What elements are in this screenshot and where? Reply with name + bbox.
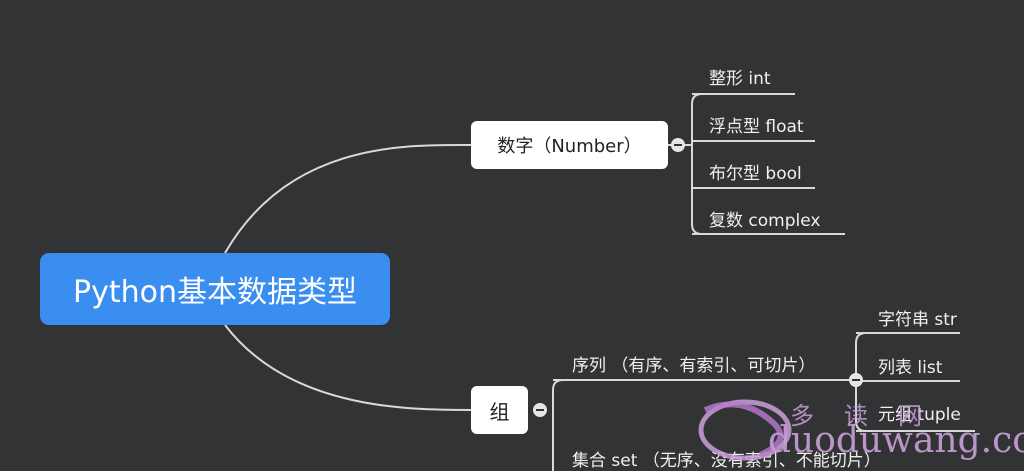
root-node[interactable]: Python基本数据类型 <box>40 253 390 325</box>
number-bracket <box>691 93 703 235</box>
group-node[interactable]: 组 <box>471 386 528 434</box>
sequence-collapse-button[interactable] <box>849 373 863 387</box>
number-collapse-button[interactable] <box>671 138 685 152</box>
number-item-complex[interactable]: 复数 complex <box>709 211 821 231</box>
number-item-float[interactable]: 浮点型 float <box>709 117 804 137</box>
sequence-item-tuple[interactable]: 元组 tuple <box>878 405 961 425</box>
set-label[interactable]: 集合 set （无序、没有索引、不能切片） <box>572 451 881 471</box>
sequence-label[interactable]: 序列 （有序、有索引、可切片） <box>572 356 816 376</box>
number-item-int[interactable]: 整形 int <box>709 69 771 89</box>
sequence-item-str[interactable]: 字符串 str <box>878 310 957 330</box>
group-bracket <box>552 379 564 471</box>
root-to-number-connector <box>224 143 472 254</box>
number-node[interactable]: 数字（Number） <box>471 121 668 169</box>
watermark-chars: 多读网 <box>790 402 952 430</box>
root-label: Python基本数据类型 <box>73 275 357 310</box>
root-to-group-connector <box>224 324 472 411</box>
group-collapse-button[interactable] <box>533 403 547 417</box>
group-label: 组 <box>489 399 510 424</box>
number-item-bool[interactable]: 布尔型 bool <box>709 164 802 184</box>
watermark-domain: duoduwang.com <box>768 420 1024 461</box>
number-label: 数字（Number） <box>497 136 642 157</box>
sequence-item-list[interactable]: 列表 list <box>878 358 943 378</box>
